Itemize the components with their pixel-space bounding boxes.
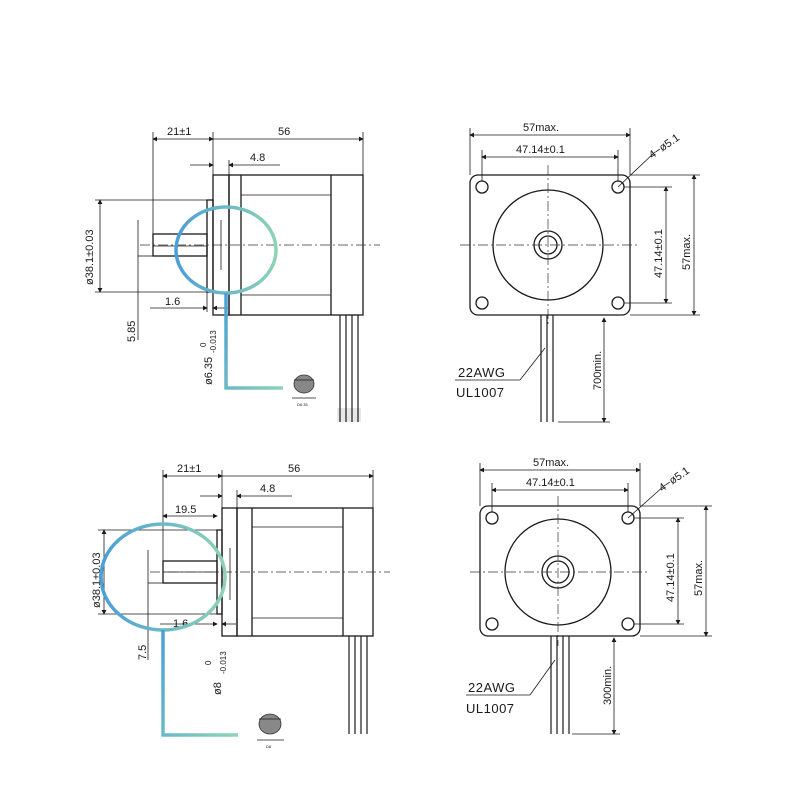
bottom-dim-boss: 4.8 (260, 483, 275, 495)
bottom-front-view: 57max. 47.14±0.1 4−ø5.1 47.14±0.1 57max.… (466, 457, 712, 735)
top-boss (206, 199, 214, 293)
top-wire-spec: UL1007 (456, 385, 505, 400)
bottom-wire-gauge: 22AWG (468, 680, 516, 695)
top-dim-flat: 5.85 (126, 321, 138, 342)
bottom-dim-lead-length: 300min. (602, 666, 614, 705)
top-dim-boss-thickness: 1.6 (165, 296, 180, 308)
top-dim-lead-length: 700min. (592, 351, 604, 390)
top-shaft-callout-circle (174, 205, 278, 295)
top-shaft-section-label: D6.35 (297, 402, 308, 407)
top-dim-holes: 4−ø5.1 (647, 132, 682, 162)
bottom-mount-hole (621, 617, 635, 631)
bottom-dim-shaft-dia: ø8 (212, 682, 224, 695)
top-dim-height-max: 57max. (681, 234, 693, 270)
bottom-mount-hole (485, 617, 499, 631)
top-dim-body-length: 56 (278, 126, 290, 138)
bottom-callout-leader (161, 630, 238, 737)
top-dim-hole-spacing-v: 47.14±0.1 (653, 229, 665, 278)
top-dim-flange-offset: 21±1 (167, 126, 191, 138)
top-dim-shaft-dia: ø6.35 (203, 357, 215, 385)
bottom-dim-pilot-dia: ø38.1±0.03 (91, 552, 103, 608)
top-callout-leader (224, 293, 283, 390)
bottom-mount-hole (485, 511, 499, 525)
bottom-wire-spec: UL1007 (466, 701, 515, 716)
bottom-dim-flat: 7.5 (137, 645, 149, 660)
top-shaft-section (293, 374, 315, 394)
bottom-dim-shaft-tol-upper: 0 (204, 660, 213, 665)
top-front-view: 57max. 47.14±0.1 4−ø5.1 47.14±0.1 57max.… (455, 122, 700, 423)
bottom-shaft-section-label: D8 (266, 744, 272, 749)
bottom-dim-flange-offset: 21±1 (177, 463, 201, 475)
bottom-dim-width-max: 57max. (533, 457, 569, 469)
bottom-dim-height-max: 57max. (693, 560, 705, 596)
bottom-front-plate (479, 505, 641, 637)
top-dim-width-max: 57max. (523, 122, 559, 134)
top-side-view: 21±1 56 4.8 ø38.1±0.03 1.6 5.85 ø6.35 0 … (84, 126, 380, 422)
bottom-dim-body-length: 56 (288, 463, 300, 475)
top-dim-boss: 4.8 (250, 152, 265, 164)
bottom-side-view: 21±1 56 4.8 19.5 ø38.1±0.03 1.6 7.5 ø8 0… (91, 463, 390, 749)
top-mount-hole (611, 296, 625, 310)
bottom-shaft-section (258, 713, 282, 735)
top-dim-shaft-tol-lower: -0.013 (209, 330, 218, 353)
top-wire-gauge: 22AWG (458, 365, 506, 380)
top-mount-hole (475, 296, 489, 310)
top-dim-hole-spacing: 47.14±0.1 (516, 144, 565, 156)
bottom-dim-shaft-tol-lower: -0.013 (219, 651, 228, 674)
top-dim-pilot-dia: ø38.1±0.03 (84, 229, 96, 285)
top-mount-hole (475, 180, 489, 194)
top-dim-shaft-tol-upper: 0 (199, 342, 208, 347)
bottom-dim-flat-length: 19.5 (175, 504, 196, 516)
bottom-dim-hole-spacing: 47.14±0.1 (526, 477, 575, 489)
bottom-dim-hole-spacing-v: 47.14±0.1 (665, 553, 677, 602)
bottom-dim-holes: 4−ø5.1 (657, 465, 692, 495)
